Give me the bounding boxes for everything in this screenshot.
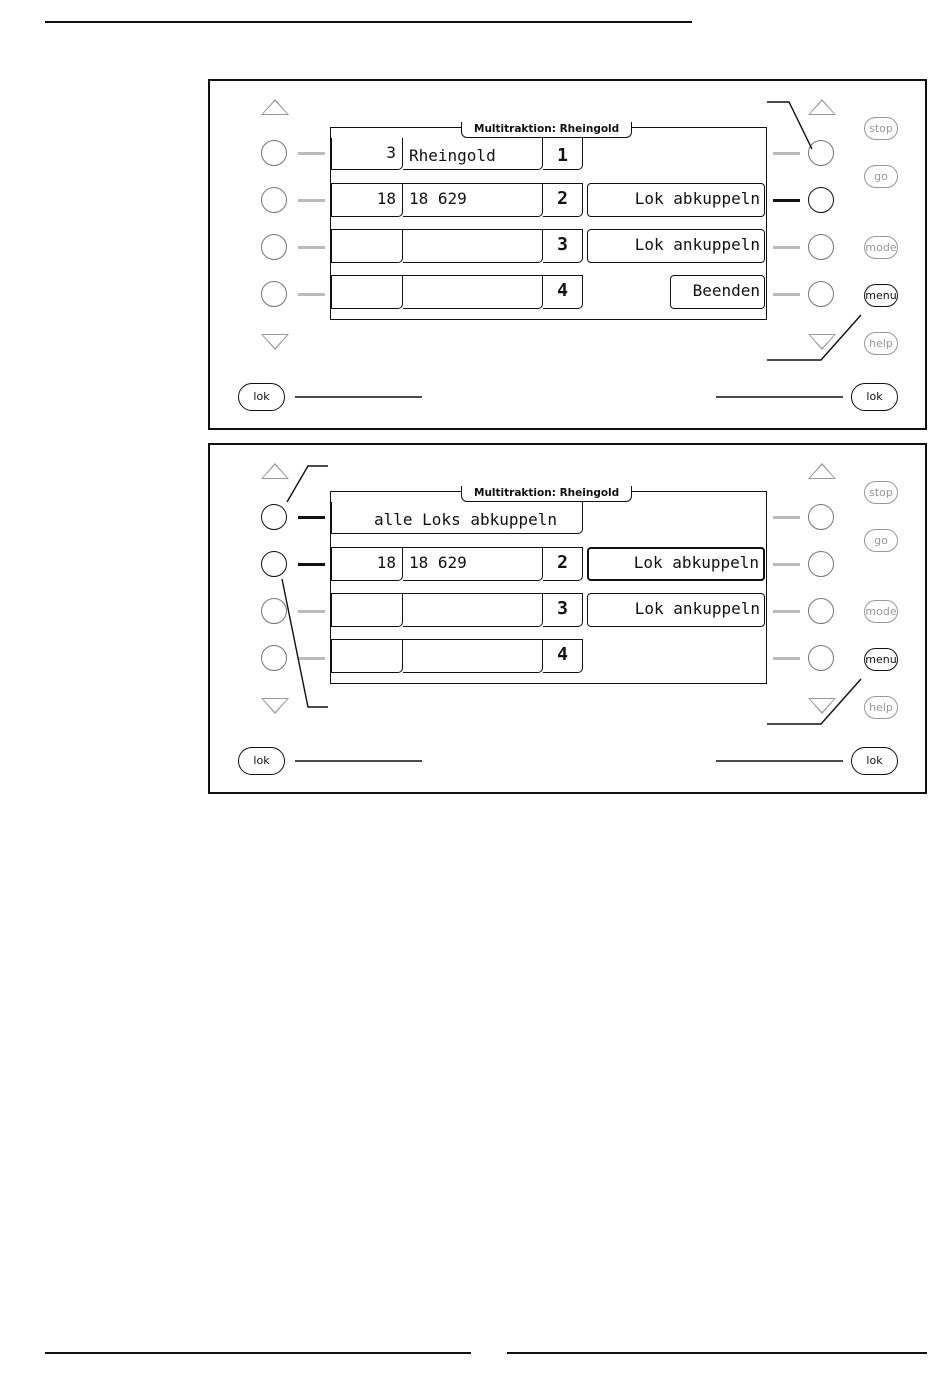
row3-name <box>403 229 543 263</box>
row4-name <box>403 639 543 673</box>
row4-address <box>331 275 403 309</box>
left-softkey-3[interactable] <box>261 234 287 260</box>
option-alle-loks-abkuppeln[interactable]: alle Loks abkuppeln <box>331 502 583 534</box>
right-softkey-2-line <box>773 199 800 202</box>
go-button[interactable]: go <box>864 529 898 552</box>
row3-position: 3 <box>543 229 583 263</box>
menu-button[interactable]: menu <box>864 648 898 671</box>
right-softkey-1[interactable] <box>808 140 834 166</box>
option-lok-abkuppeln[interactable]: Lok abkuppeln <box>587 183 765 217</box>
option-lok-ankuppeln[interactable]: Lok ankuppeln <box>587 593 765 627</box>
row2-address: 18 <box>331 547 403 581</box>
left-softkey-3-line <box>298 610 325 613</box>
display-screen: Multitraktion: Rheingold 3 Rheingold 1 1… <box>330 127 767 320</box>
left-softkey-3-line <box>298 246 325 249</box>
row3-address <box>331 593 403 627</box>
screen-title: Multitraktion: Rheingold <box>461 122 632 138</box>
screen-title: Multitraktion: Rheingold <box>461 486 632 502</box>
right-softkey-1-line <box>773 152 800 155</box>
left-softkey-4[interactable] <box>261 281 287 307</box>
option-beenden[interactable]: Beenden <box>670 275 765 309</box>
row3-address <box>331 229 403 263</box>
go-button[interactable]: go <box>864 165 898 188</box>
left-softkey-1[interactable] <box>261 140 287 166</box>
row1-name: Rheingold <box>403 138 543 170</box>
row2-name: 18 629 <box>403 183 543 217</box>
bottom-rule-left <box>45 1352 471 1354</box>
right-softkey-4-line <box>773 657 800 660</box>
bottom-rule-right <box>507 1352 927 1354</box>
left-softkey-1-line <box>298 516 325 519</box>
row4-position: 4 <box>543 639 583 673</box>
row2-position: 2 <box>543 547 583 581</box>
device-panel-1: Multitraktion: Rheingold 3 Rheingold 1 1… <box>208 79 927 430</box>
right-softkey-4-line <box>773 293 800 296</box>
option-lok-abkuppeln[interactable]: Lok abkuppeln <box>587 547 765 581</box>
left-softkey-1-line <box>298 152 325 155</box>
left-softkey-1[interactable] <box>261 504 287 530</box>
right-softkey-2[interactable] <box>808 187 834 213</box>
right-softkey-3[interactable] <box>808 598 834 624</box>
left-softkey-4[interactable] <box>261 645 287 671</box>
row2-position: 2 <box>543 183 583 217</box>
lok-button-right[interactable]: lok <box>851 747 898 775</box>
left-softkey-4-line <box>298 293 325 296</box>
row3-position: 3 <box>543 593 583 627</box>
right-softkey-1[interactable] <box>808 504 834 530</box>
menu-button[interactable]: menu <box>864 284 898 307</box>
lok-button-left[interactable]: lok <box>238 747 285 775</box>
right-softkey-3-line <box>773 610 800 613</box>
stop-button[interactable]: stop <box>864 481 898 504</box>
mode-button[interactable]: mode <box>864 236 898 259</box>
right-softkey-2[interactable] <box>808 551 834 577</box>
row2-address: 18 <box>331 183 403 217</box>
lok-button-right[interactable]: lok <box>851 383 898 411</box>
top-rule <box>45 21 692 23</box>
row2-name: 18 629 <box>403 547 543 581</box>
row1-address: 3 <box>331 138 403 170</box>
option-lok-ankuppeln[interactable]: Lok ankuppeln <box>587 229 765 263</box>
right-softkey-2-line <box>773 563 800 566</box>
mode-button[interactable]: mode <box>864 600 898 623</box>
right-softkey-3[interactable] <box>808 234 834 260</box>
row1-position: 1 <box>543 138 583 170</box>
stop-button[interactable]: stop <box>864 117 898 140</box>
row4-name <box>403 275 543 309</box>
left-softkey-2[interactable] <box>261 187 287 213</box>
left-softkey-2-line <box>298 199 325 202</box>
help-button[interactable]: help <box>864 696 898 719</box>
right-softkey-3-line <box>773 246 800 249</box>
lok-button-left[interactable]: lok <box>238 383 285 411</box>
row4-position: 4 <box>543 275 583 309</box>
left-softkey-2[interactable] <box>261 551 287 577</box>
left-softkey-2-line <box>298 563 325 566</box>
row3-name <box>403 593 543 627</box>
row4-address <box>331 639 403 673</box>
right-softkey-1-line <box>773 516 800 519</box>
left-softkey-4-line <box>298 657 325 660</box>
left-softkey-3[interactable] <box>261 598 287 624</box>
display-screen: Multitraktion: Rheingold alle Loks abkup… <box>330 491 767 684</box>
device-panel-2: Multitraktion: Rheingold alle Loks abkup… <box>208 443 927 794</box>
help-button[interactable]: help <box>864 332 898 355</box>
right-softkey-4[interactable] <box>808 645 834 671</box>
right-softkey-4[interactable] <box>808 281 834 307</box>
